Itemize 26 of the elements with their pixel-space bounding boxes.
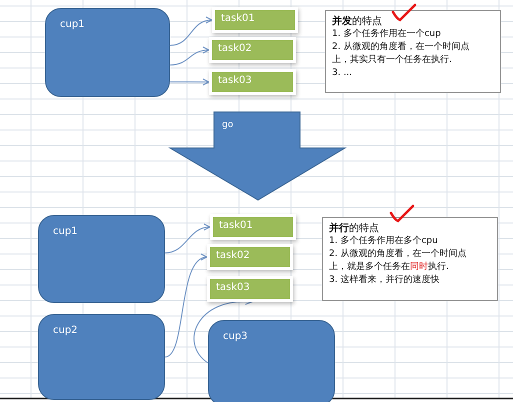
note-heading: 并发的特点 — [332, 15, 383, 28]
arrow-label: go — [222, 120, 234, 130]
curved-arrow — [170, 17, 212, 46]
curved-arrow — [164, 255, 208, 358]
curved-arrow — [164, 224, 210, 254]
curved-arrow — [170, 46, 210, 66]
rounded-box: cup2 — [38, 314, 165, 400]
note-line: 3. ... — [332, 67, 354, 80]
task-box: task02 — [210, 247, 290, 267]
task-box: task02 — [212, 40, 293, 60]
task-box: task03 — [210, 279, 290, 299]
note-heading: 并行的特点 — [329, 222, 380, 235]
note-line: 3. 这样看来，并行的速度快 — [329, 274, 440, 287]
note-line: 2. 从微观的角度看，在一个时间点上，其实只有一个任务在执行. — [332, 41, 470, 67]
note-line: 1. 多个任务作用在一个cup — [332, 28, 442, 41]
rounded-box: cup1 — [45, 8, 170, 97]
rounded-box: cup1 — [38, 215, 165, 303]
rounded-box: cup3 — [208, 320, 335, 402]
curved-arrow — [170, 78, 210, 86]
task-box: task03 — [212, 72, 293, 92]
note-box — [322, 217, 498, 301]
task-box: task01 — [215, 10, 295, 30]
note-box — [325, 10, 501, 93]
note-line: 1. 多个任务作用在多个cpu — [329, 235, 439, 248]
note-line: 2. 从微观的角度看，在一个时间点上，就是多个任务在同时执行. — [329, 248, 468, 274]
task-box: task01 — [213, 217, 293, 237]
